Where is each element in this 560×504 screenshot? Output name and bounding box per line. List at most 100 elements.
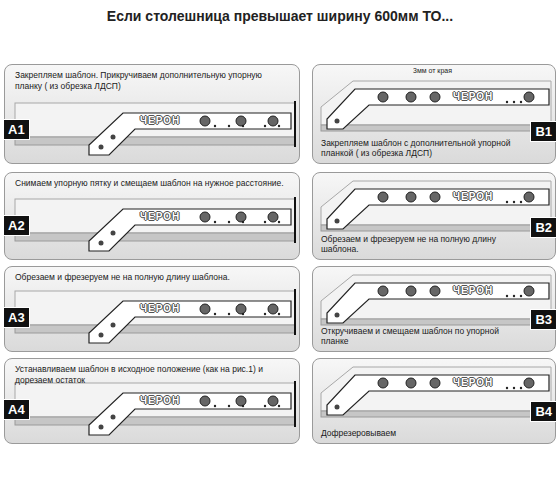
- step-number: A4: [8, 402, 25, 417]
- step-panel: Откручиваем и смещаем шаблон по упорной …: [312, 266, 556, 352]
- step-panel: Дофрезеровываем B4 ЧЕРОН: [312, 358, 556, 444]
- template-dot: [228, 221, 230, 223]
- step-number: B4: [535, 404, 552, 419]
- template-dot: [506, 295, 508, 297]
- template-hole: [378, 192, 388, 202]
- step-text: Снимаем упорную пятку и смещаем шаблон н…: [15, 178, 291, 189]
- template-hole: [268, 396, 278, 406]
- template-hole: [236, 304, 246, 314]
- template-dot: [242, 405, 244, 407]
- step-badge: B3: [530, 309, 557, 330]
- template-hole: [200, 116, 210, 126]
- stop-strip: [294, 381, 296, 427]
- template-hole: [430, 378, 440, 388]
- brand-mark: ЧЕРОН: [453, 191, 493, 202]
- brand-mark: ЧЕРОН: [140, 395, 180, 406]
- template-dot: [520, 101, 522, 103]
- template-dot: [214, 405, 216, 407]
- step-panel: Закрепляем шаблон с дополнительной упорн…: [312, 64, 556, 164]
- brand-mark: ЧЕРОН: [453, 91, 493, 102]
- template-dot: [335, 119, 340, 124]
- illustration: [313, 267, 557, 353]
- template-dot: [111, 135, 116, 140]
- template-dot: [111, 415, 116, 420]
- template-hole: [524, 92, 534, 102]
- template-hole: [378, 92, 388, 102]
- step-number: A3: [8, 310, 25, 325]
- step-panel: Обрезаем и фрезеруем не на полную длину …: [312, 172, 556, 260]
- brand-mark: ЧЕРОН: [140, 303, 180, 314]
- countertop-edge: [15, 325, 295, 333]
- countertop-edge: [15, 417, 295, 425]
- template-dot: [214, 125, 216, 127]
- template-dot: [264, 313, 266, 315]
- template-dot: [513, 295, 515, 297]
- step-badge: A3: [3, 307, 30, 328]
- template-dot: [513, 387, 515, 389]
- step-number: B2: [535, 220, 552, 235]
- step-panel: Обрезаем и фрезеруем не на полную длину …: [4, 266, 300, 352]
- step-text: Закрепляем шаблон. Прикручиваем дополнит…: [15, 70, 291, 91]
- template-dot: [242, 221, 244, 223]
- template-dot: [335, 313, 340, 318]
- template-dot: [335, 219, 340, 224]
- template-hole: [430, 92, 440, 102]
- countertop-edge: [15, 137, 295, 145]
- template-hole: [406, 378, 416, 388]
- template-hole: [200, 212, 210, 222]
- template: [89, 393, 291, 435]
- step-badge: A2: [3, 215, 30, 236]
- template-dot: [214, 221, 216, 223]
- brand-mark: ЧЕРОН: [140, 115, 180, 126]
- template-dot: [264, 125, 266, 127]
- template-dot: [506, 101, 508, 103]
- template-hole: [378, 286, 388, 296]
- template-dot: [278, 405, 280, 407]
- template-dot: [228, 313, 230, 315]
- brand-mark: ЧЕРОН: [453, 377, 493, 388]
- template-hole: [406, 192, 416, 202]
- countertop-edge: [321, 319, 551, 325]
- template-hole: [406, 92, 416, 102]
- template: [327, 89, 549, 129]
- template: [89, 209, 291, 251]
- template-hole: [430, 286, 440, 296]
- template: [89, 113, 291, 155]
- template-dot: [513, 101, 515, 103]
- step-badge: B1: [530, 121, 557, 142]
- step-text: Обрезаем и фрезеруем не на полную длину …: [15, 272, 291, 283]
- stop-strip: [294, 289, 296, 335]
- title: Если столешница превышает ширину 600мм Т…: [0, 8, 560, 24]
- countertop-edge: [15, 233, 295, 241]
- step-badge: A1: [3, 119, 30, 140]
- step-badge: B4: [530, 401, 557, 422]
- step-text: Дофрезеровываем: [321, 428, 525, 439]
- template-dot: [242, 125, 244, 127]
- stop-strip: [294, 101, 296, 147]
- template-dot: [99, 333, 104, 338]
- template-hole: [236, 396, 246, 406]
- template: [89, 301, 291, 343]
- countertop-edge: [321, 411, 551, 417]
- template-hole: [268, 116, 278, 126]
- step-text: Устанавливаем шаблон в исходное положени…: [15, 364, 291, 385]
- template-hole: [268, 212, 278, 222]
- template-dot: [111, 323, 116, 328]
- template-dot: [99, 425, 104, 430]
- template-hole: [236, 116, 246, 126]
- template-dot: [228, 125, 230, 127]
- template-dot: [278, 125, 280, 127]
- countertop-edge: [321, 225, 551, 231]
- dimension-note: 3мм от края: [413, 67, 452, 74]
- template-dot: [278, 221, 280, 223]
- template-dot: [111, 231, 116, 236]
- step-number: B3: [535, 312, 552, 327]
- template-dot: [278, 313, 280, 315]
- template-hole: [236, 212, 246, 222]
- template-dot: [520, 387, 522, 389]
- template-hole: [524, 378, 534, 388]
- template-dot: [214, 313, 216, 315]
- template-dot: [228, 405, 230, 407]
- step-badge: B2: [530, 217, 557, 238]
